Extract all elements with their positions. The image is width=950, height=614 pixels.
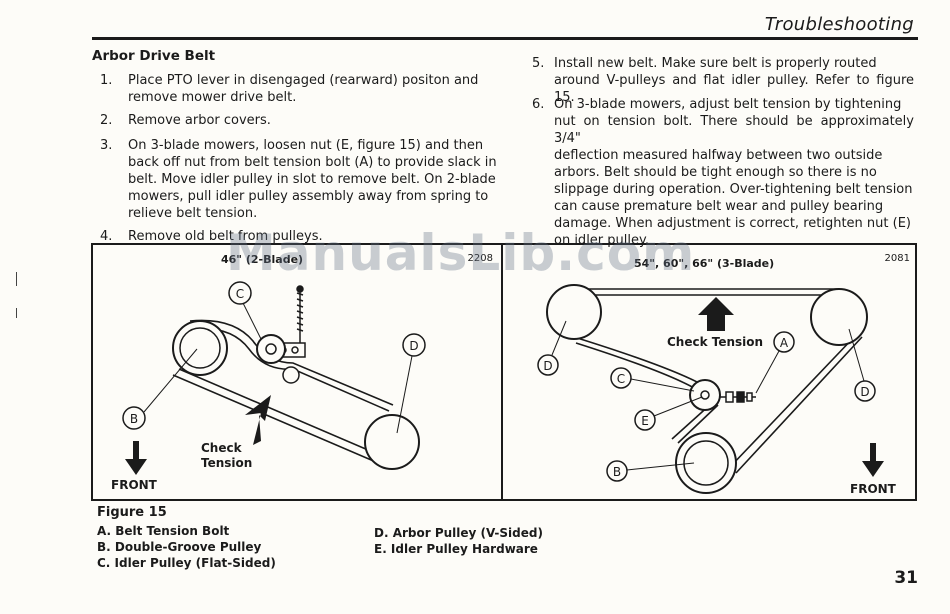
step-line: damage. When adjustment is correct, reti… xyxy=(554,216,911,231)
legend-item: B. Double-Groove Pulley xyxy=(97,540,262,554)
step-line: On 3-blade mowers, loosen nut (E, figure… xyxy=(128,138,484,153)
step-number: 1. xyxy=(100,73,113,88)
figure-ref-number: 2081 xyxy=(885,253,910,264)
arbor-pulley-left xyxy=(546,284,602,340)
check-tension-label-2: Tension xyxy=(201,456,252,470)
idler-pulley xyxy=(256,334,286,364)
callout-c-text: C xyxy=(236,287,244,301)
diagram-3-blade: 54", 60", 66" (3-Blade) 2081 D D C E B xyxy=(537,253,910,496)
step-line: Remove old belt from pulleys. xyxy=(128,229,323,244)
header-rule xyxy=(92,37,918,40)
scan-mark xyxy=(16,308,17,318)
legend-item: D. Arbor Pulley (V-Sided) xyxy=(374,526,543,540)
front-arrow-icon xyxy=(862,443,884,477)
step-line: around V-pulleys and flat idler pulley. … xyxy=(554,73,914,105)
section-heading: Arbor Drive Belt xyxy=(92,48,216,64)
figure-divider xyxy=(501,243,503,501)
belt-tension-bolt xyxy=(720,391,756,403)
step-line: Place PTO lever in disengaged (rearward)… xyxy=(128,73,479,88)
figure-caption: Figure 15 xyxy=(97,505,167,520)
check-tension-arrow-icon xyxy=(698,297,734,331)
legend-left: A. Belt Tension Bolt B. Double-Groove Pu… xyxy=(97,523,276,571)
step-line: Install new belt. Make sure belt is prop… xyxy=(554,56,877,71)
callout-b xyxy=(122,406,146,430)
step-number: 2. xyxy=(100,113,113,128)
legend-item: E. Idler Pulley Hardware xyxy=(374,542,538,556)
callout-d-left-text: D xyxy=(543,359,552,373)
check-tension-label: Check Tension xyxy=(667,335,763,349)
callout-d xyxy=(402,333,426,357)
step-line: deflection measured halfway between two … xyxy=(554,148,883,163)
step-line: back off nut from belt tension bolt (A) … xyxy=(128,155,497,170)
drive-belt xyxy=(572,288,863,474)
step-line: can cause premature belt wear and pulley… xyxy=(554,199,884,214)
step-line: On 3-blade mowers, adjust belt tension b… xyxy=(554,97,902,112)
legend-item: C. Idler Pulley (Flat-Sided) xyxy=(97,556,276,570)
panel-title: 54", 60", 66" (3-Blade) xyxy=(634,257,774,270)
step-line: belt. Move idler pulley in slot to remov… xyxy=(128,172,496,187)
double-groove-pulley xyxy=(675,432,737,494)
callout-d-right-text: D xyxy=(860,385,869,399)
step-number: 3. xyxy=(100,138,113,153)
step-line: arbors. Belt should be tight enough so t… xyxy=(554,165,877,180)
arbor-pulley xyxy=(364,414,420,470)
step-line: relieve belt tension. xyxy=(128,206,258,221)
double-groove-pulley xyxy=(172,320,228,376)
callout-a-text: A xyxy=(780,336,789,350)
step-line: slippage during operation. Over-tighteni… xyxy=(554,182,913,197)
front-arrow-icon xyxy=(125,441,147,475)
step-number: 5. xyxy=(532,56,545,71)
step-line: nut on tension bolt. There should be app… xyxy=(554,114,914,146)
callout-c xyxy=(228,281,252,305)
step-number: 4. xyxy=(100,229,113,244)
check-tension-arrow-icon xyxy=(245,395,271,445)
idler-pulley xyxy=(689,379,721,411)
idler-pulley-hardware xyxy=(700,390,710,400)
panel-title: 46" (2-Blade) xyxy=(221,253,303,266)
check-tension-label-1: Check xyxy=(201,441,243,455)
callout-c-text: C xyxy=(617,372,625,386)
arbor-pulley-right xyxy=(810,288,868,346)
step-line: mowers, pull idler pulley assembly away … xyxy=(128,189,489,204)
diagram-2-blade: 46" (2-Blade) 2208 C D B Check Tension F… xyxy=(111,253,493,492)
page-section-title: Troubleshooting xyxy=(764,14,914,35)
page-number: 31 xyxy=(894,568,918,588)
callout-b-text: B xyxy=(130,412,138,426)
callout-a xyxy=(773,331,795,353)
step-line: Remove arbor covers. xyxy=(128,113,271,128)
callout-e xyxy=(634,409,656,431)
legend-right: D. Arbor Pulley (V-Sided) E. Idler Pulle… xyxy=(374,525,543,557)
callout-d-text: D xyxy=(409,339,418,353)
callout-c xyxy=(610,367,632,389)
legend-item: A. Belt Tension Bolt xyxy=(97,524,230,538)
figure-frame xyxy=(91,243,917,501)
callout-d-left xyxy=(537,354,559,376)
scan-mark xyxy=(16,272,17,286)
callout-b xyxy=(606,460,628,482)
idler-pulley-hub xyxy=(265,343,277,355)
figure-ref-number: 2208 xyxy=(468,253,493,264)
callout-d-right xyxy=(854,380,876,402)
front-label: FRONT xyxy=(850,482,897,496)
callout-b-text: B xyxy=(613,465,621,479)
front-label: FRONT xyxy=(111,478,158,492)
step-number: 6. xyxy=(532,97,545,112)
step-line: remove mower drive belt. xyxy=(128,90,297,105)
spring-pulley xyxy=(282,366,300,384)
callout-e-text: E xyxy=(641,414,649,428)
